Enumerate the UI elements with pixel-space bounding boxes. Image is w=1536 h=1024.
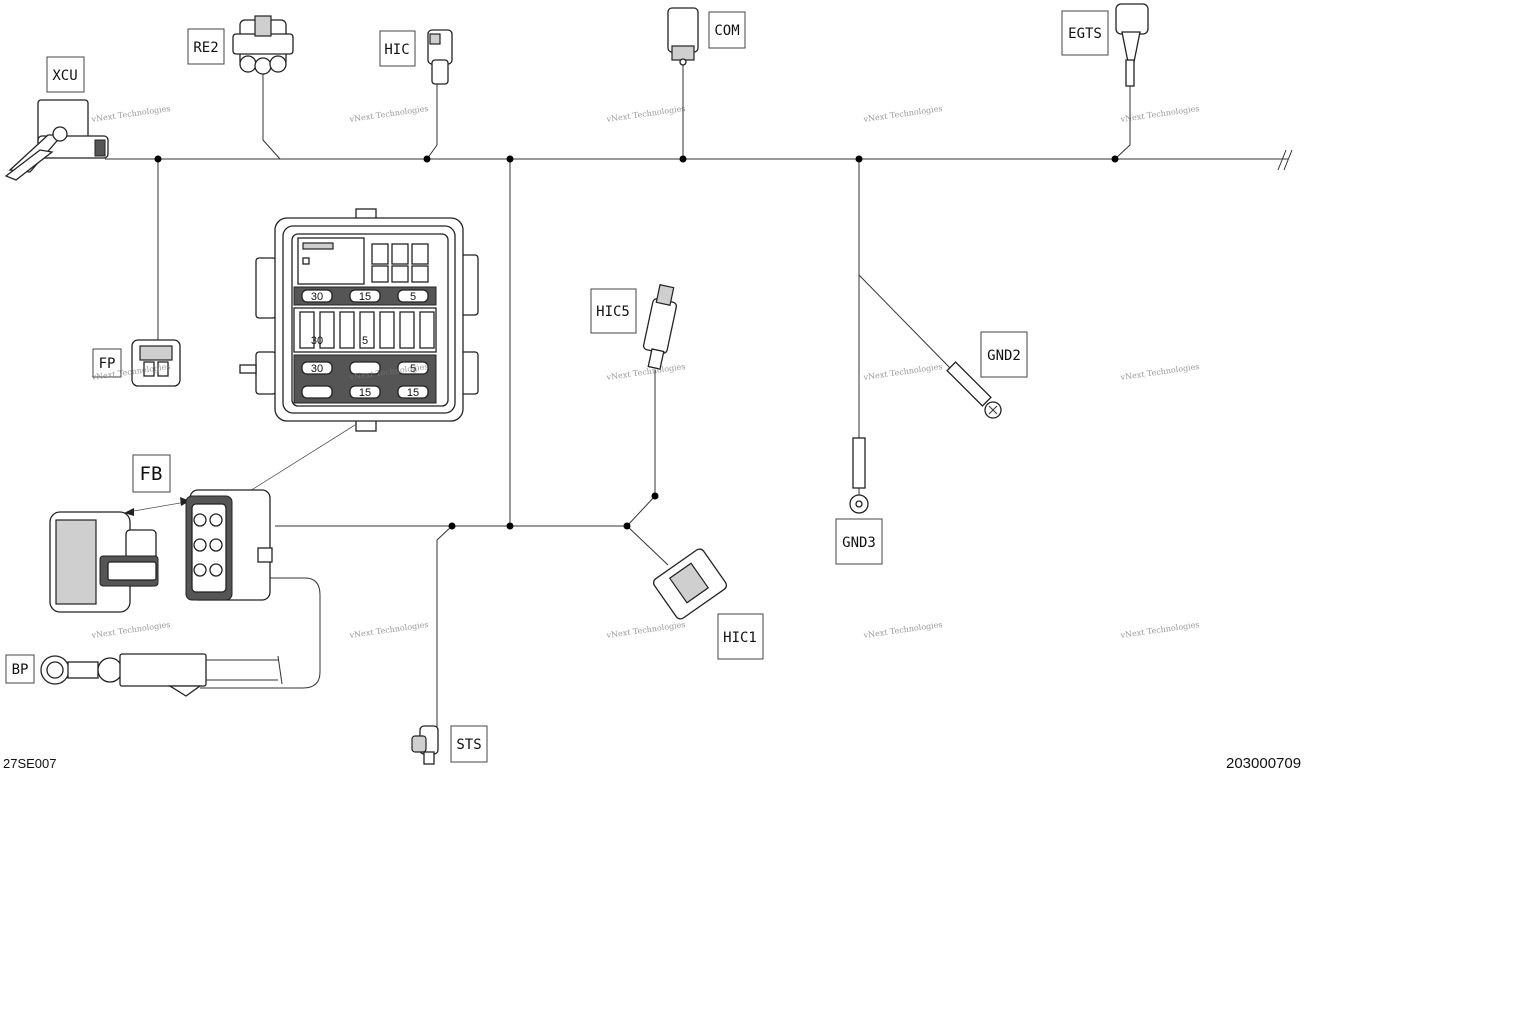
fuse-label: 5 [410, 291, 416, 303]
svg-text:vNext Technologies: vNext Technologies [1119, 620, 1200, 640]
svg-text:FB: FB [140, 463, 163, 485]
egts-sensor-drawing [1115, 3, 1149, 87]
bp-terminal-drawing [40, 653, 283, 697]
label-egts: EGTS [1061, 10, 1109, 56]
fb-connector-drawing [49, 489, 273, 613]
hic1-connector-drawing [652, 548, 728, 620]
hic5-connector-drawing [642, 284, 678, 370]
label-hic1: HIC1 [717, 613, 764, 660]
svg-text:RE2: RE2 [193, 40, 218, 56]
com-connector-drawing [667, 7, 699, 66]
fuse-label: 15 [359, 291, 371, 303]
label-xcu: XCU [46, 56, 85, 93]
hic-connector-drawing [427, 29, 453, 85]
fp-connector-drawing [131, 339, 181, 387]
fuse-label: 30 [311, 291, 323, 303]
svg-text:vNext Technologies: vNext Technologies [862, 620, 943, 640]
reference-code-left: 27SE007 [3, 756, 57, 771]
svg-text:GND2: GND2 [987, 348, 1021, 364]
label-hic: HIC [379, 30, 416, 67]
label-gnd2: GND2 [980, 331, 1028, 378]
svg-text:EGTS: EGTS [1068, 26, 1102, 42]
branch-wires [124, 62, 1131, 728]
svg-text:vNext Technologies: vNext Technologies [348, 620, 429, 640]
svg-text:vNext Technologies: vNext Technologies [605, 620, 686, 640]
gnd2-terminal-drawing [946, 361, 1002, 419]
re2-connector-drawing [232, 15, 294, 75]
label-sts: STS [450, 725, 488, 763]
fuse-label: 5 [410, 363, 416, 375]
svg-text:vNext Technologies: vNext Technologies [348, 104, 429, 124]
label-bp: BP [5, 654, 35, 684]
label-hic5: HIC5 [590, 288, 637, 334]
fuse-label: 30 [311, 363, 323, 375]
svg-text:XCU: XCU [52, 68, 77, 84]
reference-code-right: 203000709 [1226, 755, 1301, 772]
svg-text:vNext Technologies: vNext Technologies [1119, 362, 1200, 382]
svg-text:vNext Technologies: vNext Technologies [862, 104, 943, 124]
svg-text:vNext Technologies: vNext Technologies [90, 620, 171, 640]
label-fp: FP [92, 348, 122, 378]
svg-text:vNext Technologies: vNext Technologies [862, 362, 943, 382]
fuse-label: 30 [311, 335, 323, 347]
fuse-label: 15 [359, 387, 371, 399]
fuse-label: 15 [407, 387, 419, 399]
main-harness-wire [112, 149, 1293, 171]
svg-text:FP: FP [99, 356, 116, 372]
relay-slots-top [371, 243, 429, 283]
label-fb: FB [132, 454, 171, 493]
sts-sensor-drawing [411, 725, 439, 765]
xcu-connector-drawing [4, 99, 115, 181]
svg-text:vNext Technologies: vNext Technologies [605, 104, 686, 124]
svg-text:BP: BP [12, 662, 29, 678]
label-com: COM [708, 11, 746, 49]
svg-text:vNext Technologies: vNext Technologies [605, 362, 686, 382]
svg-text:GND3: GND3 [842, 535, 876, 551]
fuse-label: 5 [362, 335, 368, 347]
fuse-slots-middle [299, 311, 435, 349]
svg-text:HIC: HIC [384, 42, 409, 58]
label-gnd3: GND3 [835, 518, 883, 565]
gnd3-terminal-drawing [849, 437, 869, 514]
label-re2: RE2 [187, 28, 225, 65]
svg-text:vNext Technologies: vNext Technologies [90, 104, 171, 124]
svg-text:HIC5: HIC5 [596, 304, 630, 320]
svg-text:vNext Technologies: vNext Technologies [1119, 104, 1200, 124]
svg-text:HIC1: HIC1 [723, 630, 757, 646]
svg-text:STS: STS [456, 737, 481, 753]
fuse-box-drawing: 30 15 5 30 5 30 15 5 15 [239, 208, 479, 432]
svg-text:COM: COM [714, 23, 739, 39]
junction-nodes [154, 155, 1119, 530]
